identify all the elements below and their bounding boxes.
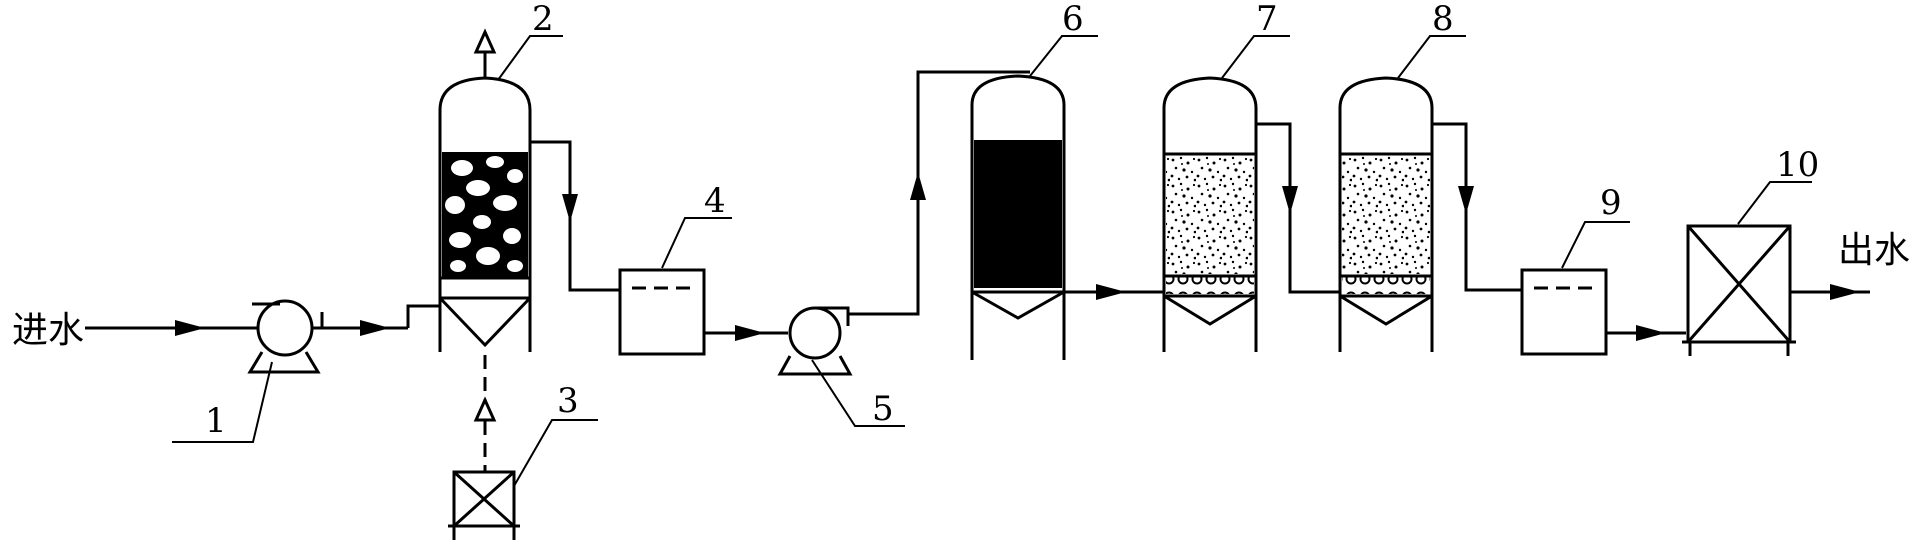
leader-line xyxy=(1561,221,1630,269)
flow-arrow xyxy=(1830,284,1860,300)
outlet-label: 出水 xyxy=(1838,230,1910,271)
flow-arrow xyxy=(175,320,205,336)
flow-arrow xyxy=(1636,325,1666,341)
flow-arrow xyxy=(1282,186,1298,214)
unit-number: 9 xyxy=(1600,183,1622,223)
flow-arrow xyxy=(1096,284,1126,300)
pipe xyxy=(530,140,620,292)
tank-4 xyxy=(618,268,706,356)
final-unit-10 xyxy=(1682,224,1796,356)
leader-line xyxy=(811,359,905,427)
leader-line xyxy=(1029,35,1098,77)
unit-number: 3 xyxy=(557,381,579,421)
leader-line xyxy=(1737,181,1812,225)
unit-number: 2 xyxy=(532,0,554,39)
inlet-label: 进水 xyxy=(12,310,84,351)
pump-1 xyxy=(247,299,330,374)
leader-line xyxy=(1221,35,1290,79)
unit-number: 6 xyxy=(1062,0,1084,39)
unit-number: 1 xyxy=(205,401,227,441)
flow-arrow xyxy=(562,194,578,222)
pump-5 xyxy=(777,306,853,376)
media-filter-8 xyxy=(1338,76,1434,352)
blower-3 xyxy=(448,470,520,540)
reactor-column-2 xyxy=(438,76,532,352)
unit-number: 10 xyxy=(1776,145,1819,185)
flow-arrow xyxy=(360,320,390,336)
air-arrow xyxy=(473,396,497,422)
leader-line xyxy=(1397,35,1466,79)
pipe xyxy=(1432,122,1522,292)
unit-number: 5 xyxy=(872,389,894,429)
leader-line xyxy=(172,361,273,443)
media-filter-7 xyxy=(1162,76,1258,352)
support-legs xyxy=(970,352,1066,360)
tank-9 xyxy=(1520,268,1608,356)
unit-number: 8 xyxy=(1432,0,1454,39)
pipe xyxy=(406,304,440,328)
flow-arrow xyxy=(910,172,926,200)
unit-number: 7 xyxy=(1256,0,1278,39)
leader-line xyxy=(661,217,732,269)
pipe xyxy=(1256,122,1340,294)
flow-arrow xyxy=(1458,186,1474,214)
leader-line xyxy=(497,35,563,81)
flow-arrow xyxy=(735,325,765,341)
unit-number: 4 xyxy=(704,181,726,221)
filter-column-6 xyxy=(970,74,1066,352)
vent-arrow xyxy=(473,28,497,54)
leader-line xyxy=(513,419,598,487)
